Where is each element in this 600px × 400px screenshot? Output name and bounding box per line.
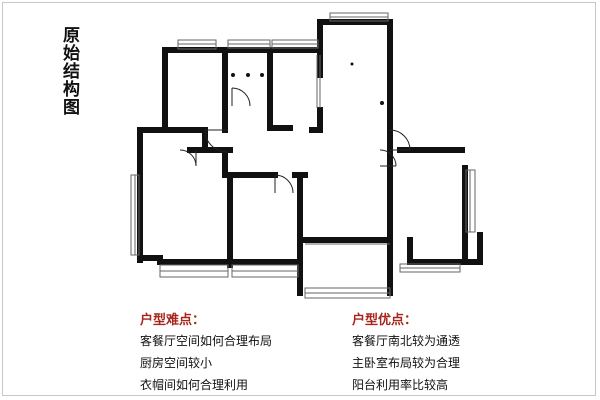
advantage-item: 客餐厅南北较为通透 <box>352 334 461 348</box>
door-swings <box>179 87 411 194</box>
fixtures <box>231 62 384 105</box>
diagram-frame <box>2 2 596 396</box>
window-frames <box>130 12 476 299</box>
difficulties-heading: 户型难点： <box>140 313 206 328</box>
difficulty-item: 客餐厅空间如何合理布局 <box>140 334 273 348</box>
diagram-title: 原始结构图 <box>59 26 79 116</box>
advantage-item: 阳台利用率比较高 <box>352 378 449 392</box>
advantage-item: 主卧室布局较为合理 <box>352 356 461 370</box>
difficulty-item: 厨房空间较小 <box>140 356 213 370</box>
advantages-heading: 户型优点： <box>352 313 418 328</box>
difficulty-item: 衣帽间如何合理利用 <box>140 378 249 392</box>
walls <box>137 19 483 296</box>
